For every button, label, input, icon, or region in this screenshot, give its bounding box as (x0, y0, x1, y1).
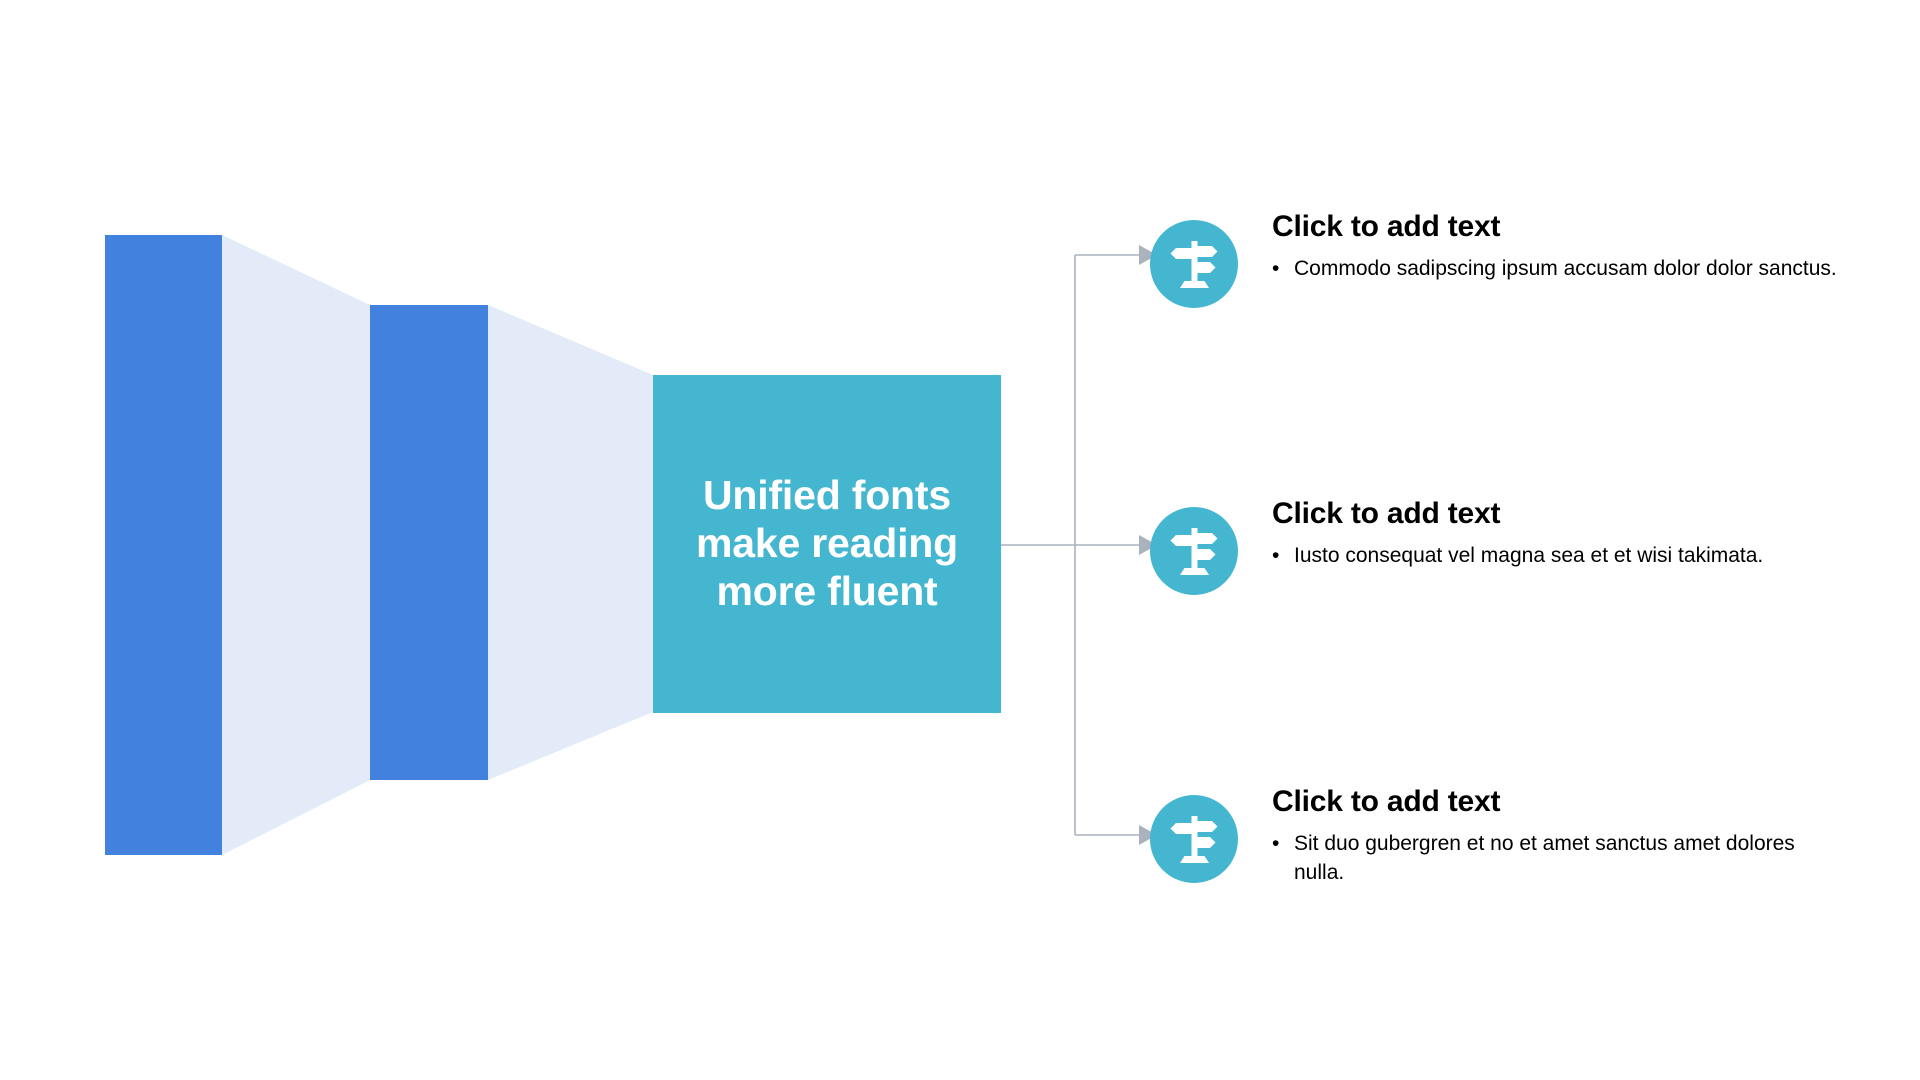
funnel-result-label: Unified fonts make reading more fluent (653, 375, 1001, 713)
list-item[interactable]: Click to add text • Commodo sadipscing i… (1150, 210, 1850, 350)
list-item-body: Click to add text • Sit duo gubergren et… (1272, 785, 1850, 888)
signpost-icon (1150, 220, 1238, 308)
connector-lines (1001, 254, 1139, 836)
list-item-body: Click to add text • Iusto consequat vel … (1272, 497, 1850, 571)
bullet-text[interactable]: Iusto consequat vel magna sea et et wisi… (1294, 544, 1764, 567)
list-item-title[interactable]: Click to add text (1272, 210, 1501, 243)
list-item[interactable]: Click to add text • Iusto consequat vel … (1150, 497, 1850, 637)
signpost-icon (1150, 795, 1238, 883)
funnel-taper-2 (488, 305, 653, 780)
list-item-bullet: • Commodo sadipscing ipsum accusam dolor… (1272, 255, 1850, 284)
funnel-taper-1 (222, 235, 370, 855)
funnel-stage-1-bar (105, 235, 222, 855)
list-item[interactable]: Click to add text • Sit duo gubergren et… (1150, 785, 1850, 925)
bullet-text[interactable]: Commodo sadipscing ipsum accusam dolor d… (1294, 257, 1837, 280)
bullet-text[interactable]: Sit duo gubergren et no et amet sanctus … (1294, 832, 1795, 884)
bullet-marker: • (1272, 544, 1280, 567)
funnel-stage-2-bar (370, 305, 488, 780)
list-item-bullet: • Iusto consequat vel magna sea et et wi… (1272, 542, 1850, 571)
bullet-marker: • (1272, 832, 1280, 855)
list-item-title[interactable]: Click to add text (1272, 785, 1501, 818)
list-item-body: Click to add text • Commodo sadipscing i… (1272, 210, 1850, 284)
bullet-marker: • (1272, 257, 1280, 280)
funnel-headline: Unified fonts make reading more fluent (696, 472, 958, 614)
signpost-icon (1150, 507, 1238, 595)
list-item-title[interactable]: Click to add text (1272, 497, 1501, 530)
list-item-bullet: • Sit duo gubergren et no et amet sanctu… (1272, 830, 1850, 888)
